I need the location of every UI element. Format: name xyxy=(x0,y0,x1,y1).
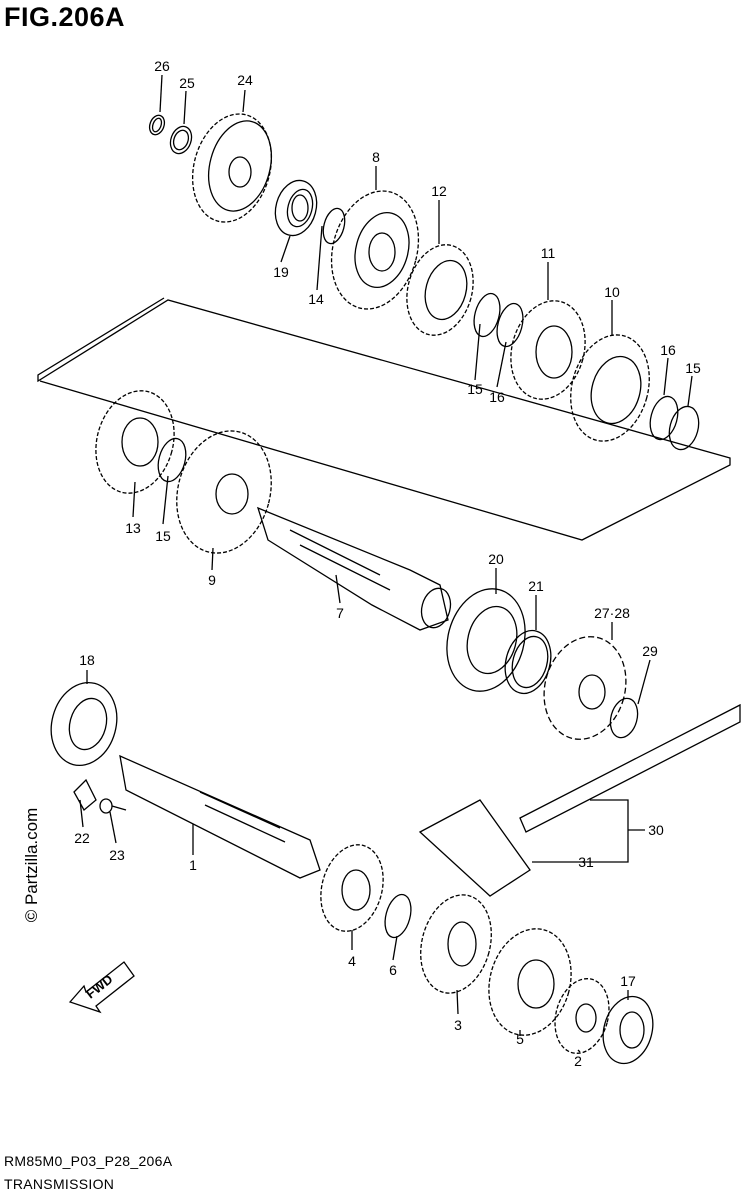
callout-31: 31 xyxy=(578,854,594,870)
callout-7: 7 xyxy=(336,605,344,621)
part-9-gear xyxy=(176,430,272,554)
callout-21: 21 xyxy=(528,578,544,594)
callout-25: 25 xyxy=(179,75,195,91)
part-29-circlip xyxy=(609,697,639,739)
part-22-plate xyxy=(73,778,97,812)
callout-20: 20 xyxy=(488,551,504,567)
part-4-gear xyxy=(320,844,384,932)
callout-3: 3 xyxy=(454,1017,462,1033)
part-7-shaft xyxy=(256,506,452,631)
part-30-chain xyxy=(519,703,741,833)
callout-15: 15 xyxy=(467,381,483,397)
callout-15: 15 xyxy=(155,528,171,544)
callout-1: 1 xyxy=(189,857,197,873)
figure-title: FIG.206A xyxy=(4,2,126,32)
group-frame xyxy=(37,297,731,541)
callout-5: 5 xyxy=(516,1031,524,1047)
callout-17: 17 xyxy=(620,973,636,989)
part-10-gear xyxy=(570,334,650,442)
callout-22: 22 xyxy=(74,830,90,846)
part-3-gear xyxy=(420,894,492,994)
diagram-name: TRANSMISSION xyxy=(4,1176,115,1192)
part-14-washer xyxy=(322,207,346,245)
part-26-circlip xyxy=(148,114,166,136)
fwd-arrow-icon xyxy=(68,961,135,1014)
callout-27-28: 27·28 xyxy=(594,605,630,621)
callout-30: 30 xyxy=(648,822,664,838)
callout-9: 9 xyxy=(208,572,216,588)
part-16-15-rings-right xyxy=(649,395,700,451)
part-31-chain-joint xyxy=(418,799,531,897)
callout-24: 24 xyxy=(237,72,253,88)
callout-18: 18 xyxy=(79,652,95,668)
callout-14: 14 xyxy=(308,291,324,307)
part-15-ring-lower xyxy=(157,437,187,483)
part-27-28-sprocket xyxy=(543,636,627,740)
part-1-shaft xyxy=(119,754,321,879)
part-17-bearing xyxy=(602,995,654,1065)
callout-8: 8 xyxy=(372,149,380,165)
part-2-gear xyxy=(554,978,610,1054)
watermark: © Partzilla.com xyxy=(22,807,41,923)
callout-11: 11 xyxy=(541,245,556,261)
part-11-gear xyxy=(510,300,586,400)
part-12-gear xyxy=(406,244,474,336)
part-25-washer xyxy=(169,125,193,155)
part-16-15-rings-upper xyxy=(473,292,524,348)
callout-16: 16 xyxy=(489,389,505,405)
part-13-gear xyxy=(95,390,175,494)
callout-10: 10 xyxy=(604,284,620,300)
callout-4: 4 xyxy=(348,953,356,969)
callout-6: 6 xyxy=(389,962,397,978)
part-23-bolt xyxy=(99,798,127,814)
callout-2: 2 xyxy=(574,1053,582,1069)
callout-19: 19 xyxy=(273,264,289,280)
part-19-bearing xyxy=(274,179,318,237)
leader-lines xyxy=(79,74,693,1053)
callout-12: 12 xyxy=(431,183,447,199)
callout-13: 13 xyxy=(125,520,141,536)
diagram-code: RM85M0_P03_P28_206A xyxy=(4,1153,173,1169)
callout-26: 26 xyxy=(154,58,170,74)
callout-23: 23 xyxy=(109,847,125,863)
part-20-bearing xyxy=(446,588,526,692)
callout-29: 29 xyxy=(642,643,658,659)
part-24-gear xyxy=(191,113,273,223)
leader-30-31 xyxy=(532,799,629,863)
callout-16: 16 xyxy=(660,342,676,358)
part-8-gear xyxy=(330,190,420,310)
part-6-ring xyxy=(384,893,412,939)
callout-15: 15 xyxy=(685,360,701,376)
part-5-gear xyxy=(488,928,572,1036)
part-18-bearing xyxy=(50,681,118,767)
